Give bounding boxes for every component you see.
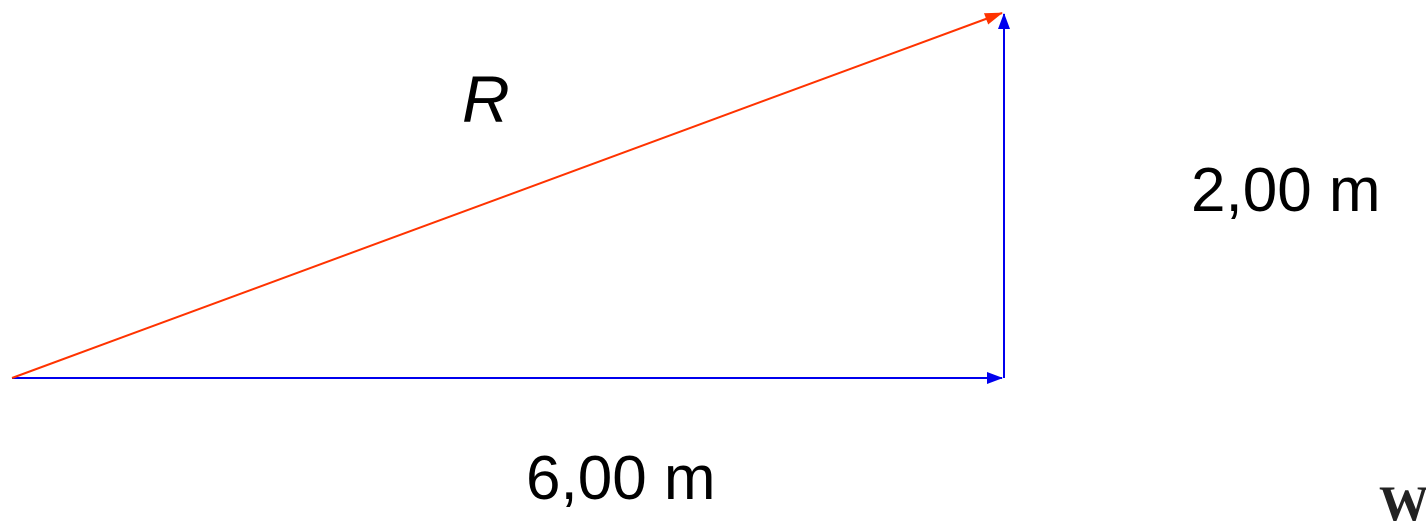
vector-triangle-drawing — [11, 12, 1010, 384]
vector-diagram: R 2,00 m 6,00 m W — [11, 12, 1426, 528]
corner-logo-fragment: W — [1379, 475, 1426, 531]
resultant-label: R — [462, 62, 510, 136]
resultant-vector-r — [11, 12, 1003, 379]
vertical-vector-label: 2,00 m — [1191, 156, 1381, 225]
horizontal-vector-label: 6,00 m — [526, 444, 716, 513]
